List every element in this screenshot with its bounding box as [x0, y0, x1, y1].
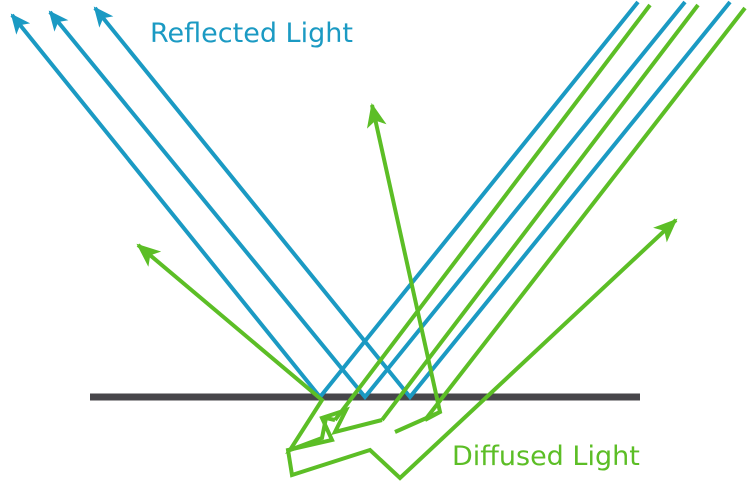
reflected-ray-3	[93, 0, 732, 401]
incident-green-ray-1	[333, 3, 652, 422]
diffused-ray-left	[136, 243, 336, 454]
reflected-rays	[10, 0, 732, 401]
diffused-light-label: Diffused Light	[452, 441, 640, 472]
diffused-ray-center	[366, 103, 443, 434]
reflected-ray-1	[10, 0, 640, 401]
diffused-rays	[136, 103, 678, 481]
incident-green-ray-3	[423, 6, 747, 422]
diffused-ray-right	[285, 218, 678, 481]
reflected-ray-2	[48, 0, 687, 401]
incident-green-ray-2	[380, 3, 700, 422]
reflected-light-label: Reflected Light	[150, 18, 353, 49]
incident-green-rays	[333, 3, 747, 422]
